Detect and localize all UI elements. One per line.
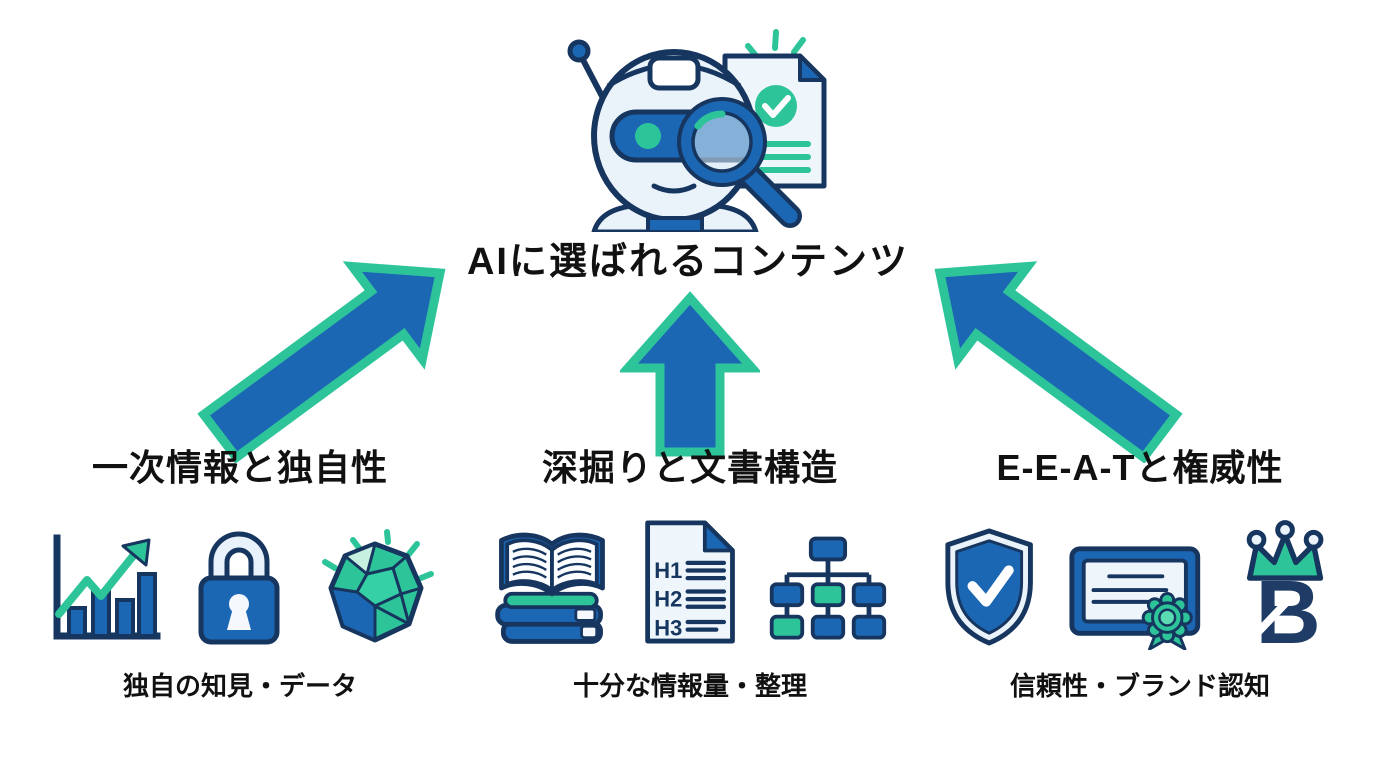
column-heading: E-E-A-Tと権威性 [996,447,1284,488]
brand-crown-b-icon: B [1246,520,1324,650]
sparkle-icon [745,29,806,60]
column-caption: 独自の知見・データ [122,671,357,701]
column-caption: 信頼性・ブランド認知 [1009,671,1270,701]
magnifier-icon [677,97,802,228]
icon-row: H1 H2 H3 [490,504,890,650]
h2-label: H2 [654,587,682,612]
page-title: AIに選ばれるコンテンツ [466,241,909,283]
h3-label: H3 [654,615,682,640]
icon-row: B [940,504,1340,650]
certificate-icon [1069,546,1201,650]
rosette-icon [1141,592,1194,650]
shield-check-icon [945,528,1033,646]
icon-row [40,504,440,650]
gem-icon [322,529,434,643]
open-book-stack-icon [495,532,605,644]
ai-robot-magnifier-document-icon [567,29,827,232]
column-eeat-authority: E-E-A-Tと権威性 [940,444,1340,703]
up-left-arrow-icon [934,261,1183,463]
column-heading: 一次情報と独自性 [91,447,388,488]
growth-chart-icon [53,534,161,640]
robot-eye-icon [635,123,661,149]
heading-structure-doc-icon: H1 H2 H3 [645,520,735,644]
up-right-arrow-icon [197,261,446,463]
up-arrow-icon [620,291,760,457]
column-primary-info: 一次情報と独自性 [40,444,440,703]
column-heading: 深掘りと文書構造 [541,447,838,488]
sitemap-icon [769,536,887,640]
column-depth-structure: 深掘りと文書構造 H1 [490,444,890,703]
lock-icon [198,531,280,645]
h1-label: H1 [654,558,682,583]
column-caption: 十分な情報量・整理 [572,671,807,701]
